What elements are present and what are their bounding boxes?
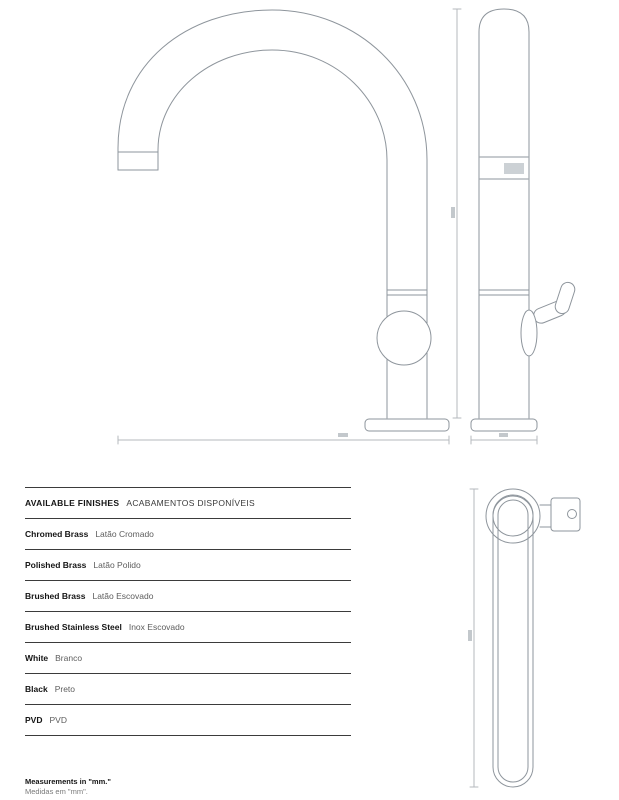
measurements-note-en: Measurements in "mm." — [25, 777, 111, 786]
finish-name-en: Chromed Brass — [25, 529, 89, 539]
side-body-outline — [478, 8, 530, 419]
finish-name-pt: PVD — [49, 715, 67, 725]
handle-top-view — [550, 497, 581, 532]
base-circle-outer — [485, 488, 541, 544]
finish-row: Brushed Brass Latão Escovado — [25, 581, 351, 612]
finishes-header: AVAILABLE FINISHES ACABAMENTOS DISPONÍVE… — [25, 488, 351, 519]
finish-name-pt: Preto — [54, 684, 76, 694]
handle-grip — [554, 281, 576, 315]
finish-name-pt: Inox Escovado — [128, 622, 185, 632]
finish-row: Brushed Stainless Steel Inox Escovado — [25, 612, 351, 643]
faucet-top-view-drawing — [468, 488, 581, 788]
spout-window-shade — [504, 163, 524, 174]
finish-row: PVD PVD — [25, 705, 351, 736]
finishes-table: AVAILABLE FINISHES ACABAMENTOS DISPONÍVE… — [25, 487, 351, 736]
finish-name-pt: Latão Escovado — [92, 591, 154, 601]
base-circle-inner — [492, 495, 534, 537]
base-flange — [364, 418, 450, 432]
faucet-side-view-drawing — [451, 8, 576, 445]
spout-inner-outline — [157, 49, 388, 419]
finish-row: Black Preto — [25, 674, 351, 705]
height-dimension — [452, 8, 538, 445]
finish-name-en: Brushed Brass — [25, 591, 86, 601]
dimension-label-mark — [451, 207, 455, 218]
base-flange — [470, 418, 538, 432]
finish-name-pt: Latão Polido — [93, 560, 141, 570]
dimension-label-mark — [499, 433, 508, 437]
finish-name-en: Brushed Stainless Steel — [25, 622, 122, 632]
handle-pin-circle — [567, 509, 577, 519]
finish-name-en: PVD — [25, 715, 43, 725]
finish-name-en: Black — [25, 684, 48, 694]
handle-escutcheon — [520, 309, 538, 357]
finish-row: Polished Brass Latão Polido — [25, 550, 351, 581]
measurements-note: Measurements in "mm." Medidas em "mm". — [25, 777, 111, 797]
measurements-note-pt: Medidas em "mm". — [25, 787, 88, 797]
finish-row: Chromed Brass Latão Cromado — [25, 519, 351, 550]
dimension-label-mark — [468, 630, 472, 641]
finish-name-pt: Latão Cromado — [95, 529, 154, 539]
spout-top-outline-outer — [492, 494, 534, 788]
width-dimension — [117, 435, 450, 445]
length-dimension — [469, 488, 479, 788]
faucet-front-view-drawing — [117, 9, 450, 445]
finish-name-en: White — [25, 653, 49, 663]
dimension-label-mark — [338, 433, 348, 437]
spout-outer-outline — [117, 9, 428, 419]
finishes-title-pt: ACABAMENTOS DISPONÍVEIS — [126, 498, 255, 508]
spout-top-outline-inner — [497, 499, 529, 783]
cartridge-cap-circle — [376, 310, 432, 366]
finish-name-en: Polished Brass — [25, 560, 87, 570]
finish-name-pt: Branco — [55, 653, 83, 663]
finish-row: White Branco — [25, 643, 351, 674]
finishes-title-en: AVAILABLE FINISHES — [25, 498, 120, 508]
